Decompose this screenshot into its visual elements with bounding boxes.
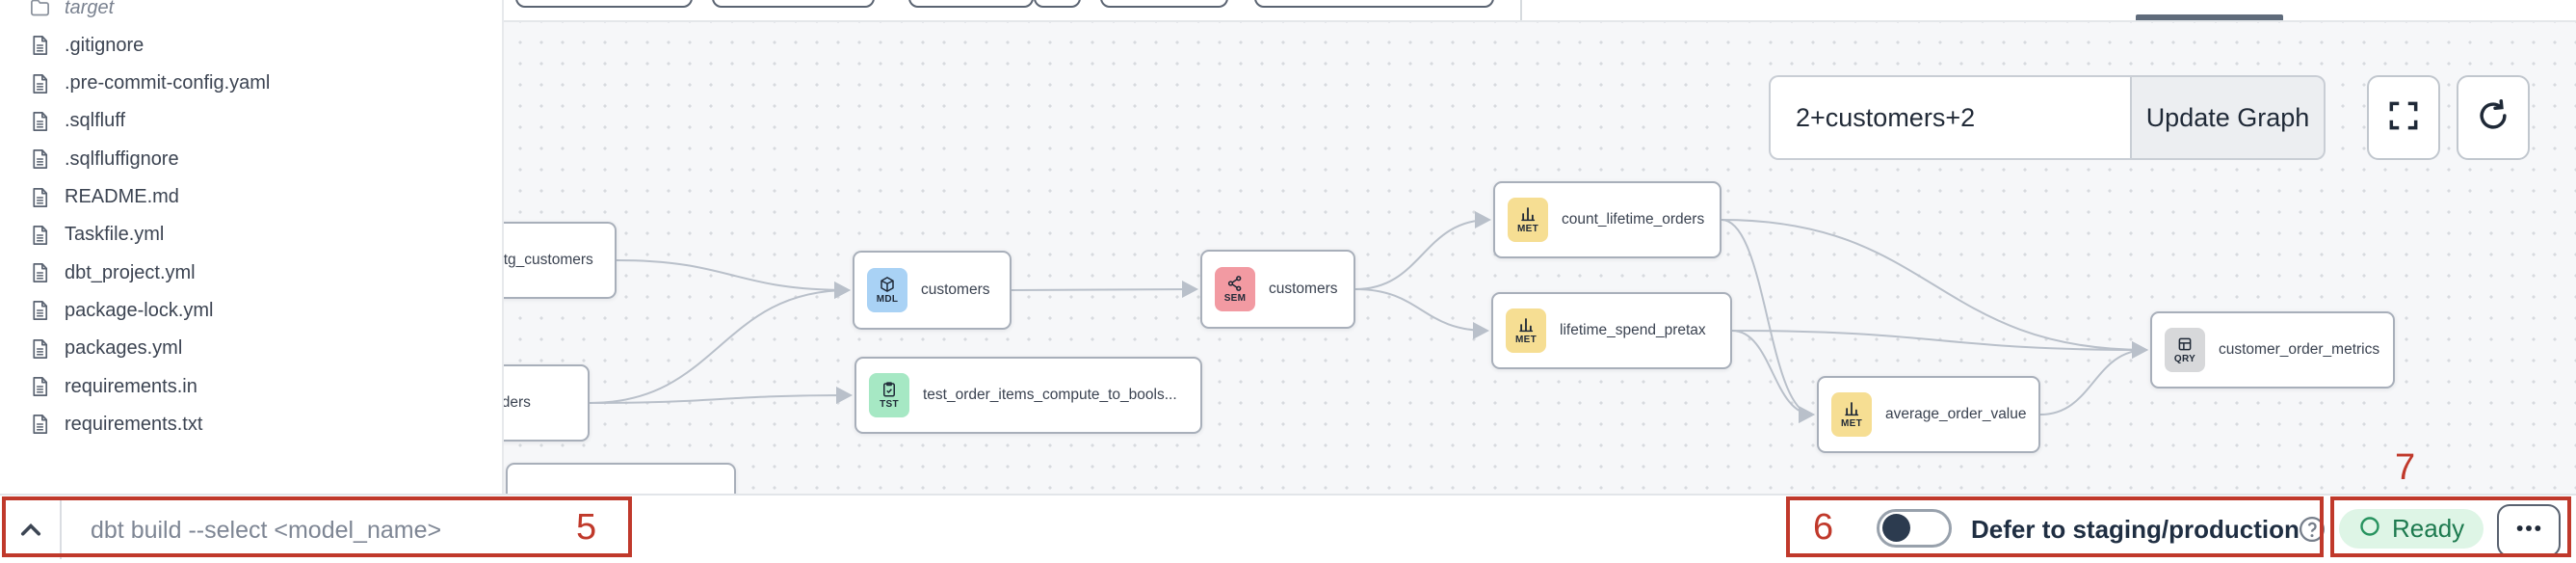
graph-node-customers_model[interactable]: MDL customers	[853, 251, 1012, 330]
graph-selector-input[interactable]	[1769, 75, 2131, 160]
refresh-graph-button[interactable]	[2457, 75, 2530, 160]
refresh-icon	[2475, 97, 2511, 139]
file-tree-item-requirements-in[interactable]: requirements.in	[0, 368, 502, 405]
node-label: customers	[921, 282, 990, 298]
active-tab-indicator	[2136, 14, 2283, 20]
file-tree-item-package-lock-yml[interactable]: package-lock.yml	[0, 292, 502, 329]
metric-icon: MET	[1508, 198, 1548, 242]
file-icon	[29, 260, 51, 285]
folder-icon	[29, 0, 51, 20]
file-tree-item-taskfile-yml[interactable]: Taskfile.yml	[0, 217, 502, 254]
lineage-edges	[589, 211, 2148, 423]
node-label: average_order_value	[1885, 406, 2027, 422]
more-options-button[interactable]	[2497, 504, 2561, 557]
fullscreen-icon	[2385, 97, 2422, 139]
file-name: .gitignore	[65, 34, 145, 56]
file-icon	[29, 147, 51, 172]
node-label: stg_customers	[502, 252, 593, 268]
expand-panel-button[interactable]	[13, 513, 48, 548]
graph-node-customers_semantic[interactable]: SEM customers	[1200, 250, 1355, 329]
toolbar-button-partial[interactable]	[1254, 0, 1494, 8]
metric-icon: MET	[1831, 392, 1872, 437]
file-name: .pre-commit-config.yaml	[65, 72, 271, 94]
file-tree-item--pre-commit-config-yaml[interactable]: .pre-commit-config.yaml	[0, 66, 502, 102]
file-name: requirements.in	[65, 375, 197, 397]
query-icon: QRY	[2165, 328, 2205, 372]
node-label: customer_order_metrics	[2219, 341, 2380, 358]
graph-node-customer_order_metrics[interactable]: QRY customer_order_metrics	[2150, 311, 2395, 389]
file-tree-item--sqlfluff[interactable]: .sqlfluff	[0, 103, 502, 140]
file-name: .sqlfluffignore	[65, 147, 179, 170]
fullscreen-button[interactable]	[2367, 75, 2440, 160]
graph-node-average_order_value[interactable]: MET average_order_value	[1817, 376, 2040, 453]
file-tree-sidebar: target .gitignore .pre-commit-config.yaml.…	[0, 0, 504, 494]
file-name: Taskfile.yml	[65, 224, 165, 246]
file-icon	[29, 185, 51, 210]
toolbar-button-partial[interactable]	[712, 0, 875, 8]
status-label: Ready	[2392, 514, 2465, 543]
status-badge[interactable]: Ready	[2339, 509, 2484, 549]
file-name: README.md	[65, 186, 179, 207]
file-tree-item-target[interactable]: target	[0, 0, 502, 26]
graph-node-test_order_items[interactable]: TST test_order_items_compute_to_bools...	[854, 357, 1202, 434]
metric-icon: MET	[1506, 308, 1546, 353]
help-icon[interactable]	[2298, 515, 2326, 544]
file-icon	[29, 33, 51, 58]
node-label: customers	[1269, 281, 1338, 297]
file-name: .sqlfluff	[65, 110, 125, 132]
graph-selector-group: Update Graph	[1769, 75, 2326, 160]
top-toolbar-strip	[502, 0, 2576, 22]
toolbar-button-partial[interactable]	[1100, 0, 1228, 8]
file-icon	[29, 412, 51, 437]
file-tree-item-dbt-project-yml[interactable]: dbt_project.yml	[0, 255, 502, 291]
file-tree-item--gitignore[interactable]: .gitignore	[0, 27, 502, 64]
file-name: packages.yml	[65, 337, 183, 360]
graph-node-lifetime_spend_pretax[interactable]: MET lifetime_spend_pretax	[1491, 292, 1732, 369]
bottom-command-bar: Defer to staging/production Ready	[0, 494, 2576, 561]
node-label: count_lifetime_orders	[1562, 211, 1705, 228]
test-icon: TST	[869, 373, 909, 417]
file-icon	[29, 374, 51, 399]
file-name: requirements.txt	[65, 413, 203, 435]
toolbar-button-partial[interactable]	[515, 0, 693, 8]
cube-icon: MDL	[867, 268, 907, 312]
toolbar-button-partial[interactable]	[908, 0, 1034, 8]
ellipsis-icon	[2513, 513, 2544, 549]
file-name: package-lock.yml	[65, 299, 214, 321]
file-icon	[29, 109, 51, 134]
node-label: test_order_items_compute_to_bools...	[923, 387, 1177, 403]
chevron-up-icon	[13, 523, 48, 551]
graph-node-partial_node[interactable]	[506, 463, 736, 494]
file-tree-item--sqlfluffignore[interactable]: .sqlfluffignore	[0, 141, 502, 177]
command-input[interactable]	[89, 507, 555, 553]
file-icon	[29, 223, 51, 248]
node-label: lifetime_spend_pretax	[1560, 322, 1706, 338]
toggle-knob	[1882, 514, 1910, 542]
graph-node-count_lifetime_orders[interactable]: MET count_lifetime_orders	[1493, 181, 1722, 258]
file-tree-item-packages-yml[interactable]: packages.yml	[0, 331, 502, 367]
file-name: dbt_project.yml	[65, 261, 196, 283]
file-icon	[29, 71, 51, 96]
file-tree-item-readme-md[interactable]: README.md	[0, 179, 502, 216]
divider	[60, 499, 62, 559]
semantic-icon: SEM	[1215, 267, 1255, 311]
graph-node-stg_customers[interactable]: MDLstg_customers	[502, 222, 617, 299]
toolbar-divider	[1520, 0, 1522, 20]
defer-toggle-label: Defer to staging/production	[1971, 514, 2300, 544]
graph-node-orders[interactable]: MDLorders	[502, 364, 590, 442]
file-icon	[29, 336, 51, 362]
node-label: orders	[502, 394, 531, 411]
defer-toggle[interactable]	[1877, 509, 1952, 548]
update-graph-button[interactable]: Update Graph	[2131, 75, 2326, 160]
file-tree-item-requirements-txt[interactable]: requirements.txt	[0, 406, 502, 442]
file-name: target	[65, 0, 115, 18]
ring-icon	[2358, 515, 2381, 543]
toolbar-button-partial[interactable]	[1034, 0, 1081, 8]
file-icon	[29, 298, 51, 323]
